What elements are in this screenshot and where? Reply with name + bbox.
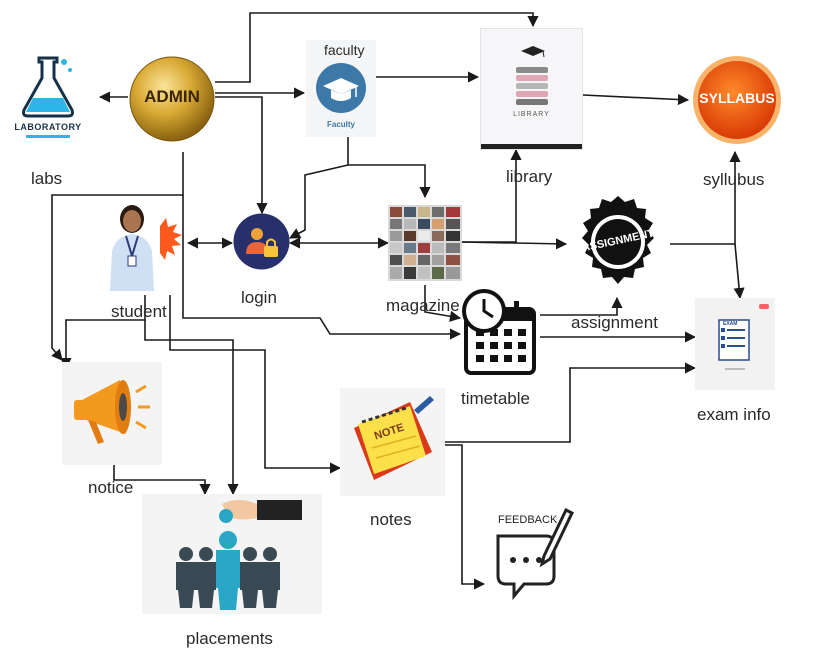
faculty-node[interactable]: faculty Faculty: [306, 40, 376, 137]
student-label: student: [111, 302, 167, 321]
magazine-label: magazine: [386, 296, 460, 315]
labs-logo-text: LABORATORY: [14, 122, 82, 132]
login-lock-icon: [233, 213, 290, 270]
labs-logo-underline: [26, 135, 70, 138]
placements-node[interactable]: [142, 494, 322, 614]
assignment-stamp-icon: [582, 196, 654, 284]
edge-student-notes: [169, 295, 342, 474]
notice-label: notice: [88, 478, 134, 497]
timetable-label: timetable: [461, 389, 530, 408]
admin-coin-icon: [129, 56, 215, 142]
edge-notice-placements: [113, 465, 211, 496]
student-avatar-icon: [110, 205, 182, 291]
edge-magazine-library: [462, 148, 522, 243]
magazine-collage-icon: [388, 205, 462, 281]
edge-magazine-assignment: [461, 238, 568, 250]
exam-info-label: exam info: [697, 405, 771, 424]
edge-assignment-syllabus: [670, 150, 741, 245]
feedback-node[interactable]: FEEDBACK: [484, 500, 584, 618]
placements-people-icon: [176, 500, 302, 610]
edge-timetable-assignment: [540, 296, 623, 316]
flask-icon: [22, 56, 74, 118]
login-label: login: [241, 288, 277, 307]
notes-label: notes: [370, 510, 412, 529]
edge-admin-library-top: [215, 12, 539, 83]
megaphone-icon: [74, 380, 150, 444]
login-node[interactable]: [233, 213, 290, 270]
edge-admin-notice: [51, 152, 184, 361]
edge-faculty-magazine: [347, 137, 431, 199]
notes-node[interactable]: NOTE: [340, 388, 445, 496]
edge-library-syllabus: [582, 93, 690, 106]
syllabus-node[interactable]: SYLLABUS: [690, 52, 784, 148]
library-caption: LIBRARY: [513, 111, 550, 118]
exam-sheet-text: EXAM: [723, 321, 738, 327]
labs-node[interactable]: LABORATORY: [12, 52, 84, 147]
magazine-node[interactable]: [388, 205, 462, 281]
edge-admin-login: [215, 96, 268, 215]
exam-sheet-icon: [718, 304, 769, 370]
library-footer-bar: [481, 144, 582, 149]
timetable-node[interactable]: [460, 287, 540, 375]
placements-label: placements: [186, 629, 273, 648]
faculty-label: faculty: [324, 42, 365, 58]
assignment-label: assignment: [571, 313, 658, 332]
edge-student-notice: [60, 295, 146, 370]
syllabus-label: syllubus: [703, 170, 765, 189]
edge-admin-timetable: [182, 195, 462, 340]
admin-title: ADMIN: [144, 87, 200, 106]
edge-assignment-exam: [733, 243, 745, 300]
edge-faculty-login: [289, 164, 349, 239]
labs-label: labs: [31, 169, 63, 188]
edge-notes-feedback: [445, 444, 486, 590]
faculty-caption: Faculty: [326, 120, 355, 129]
notice-node[interactable]: [62, 362, 162, 465]
notepad-icon: [354, 396, 434, 480]
edge-magazine-timetable: [424, 285, 462, 322]
exam-info-node[interactable]: EXAM: [695, 298, 775, 390]
syllabus-badge-icon: [693, 56, 781, 144]
calendar-clock-icon: [462, 289, 536, 375]
feedback-bubble-icon: [496, 507, 574, 601]
edge-notes-exam: [445, 362, 697, 443]
student-node[interactable]: [98, 196, 188, 291]
assignment-node[interactable]: ASSIGNMENT: [567, 188, 670, 296]
edge-student-placements: [144, 320, 239, 496]
feedback-heading: FEEDBACK: [498, 514, 558, 526]
books-icon: [516, 46, 548, 105]
library-label: library: [506, 167, 553, 186]
admin-node[interactable]: ADMIN: [128, 55, 216, 143]
library-node[interactable]: LIBRARY: [480, 28, 583, 150]
graduation-cap-icon: [316, 63, 366, 113]
syllabus-badge-text: SYLLABUS: [699, 90, 775, 106]
